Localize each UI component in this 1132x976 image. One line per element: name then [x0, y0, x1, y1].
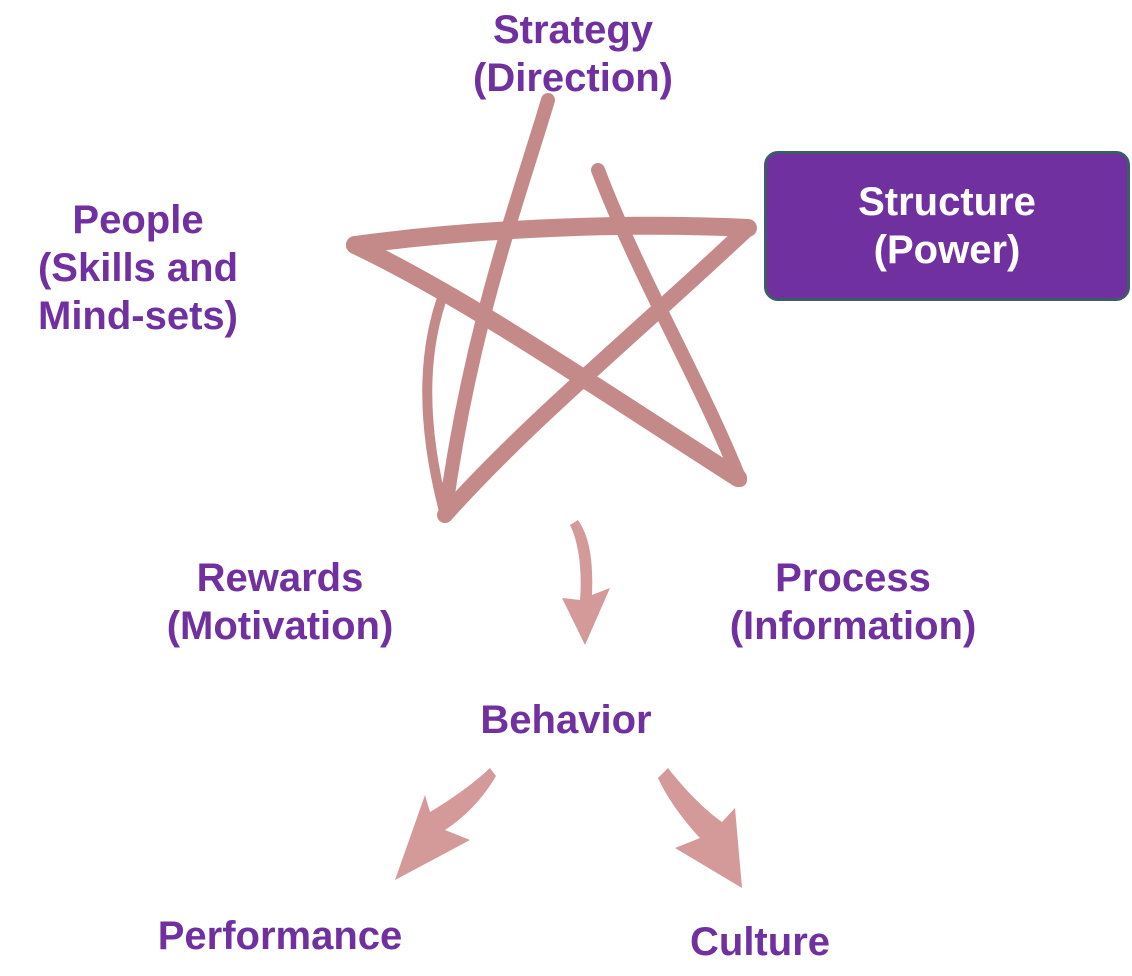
culture-label: Culture [660, 918, 860, 966]
people-label-line2: (Skills and [37, 246, 239, 290]
structure-label-line2: (Power) [873, 228, 1021, 272]
strategy-label-line1: Strategy [492, 8, 654, 52]
arrow-down-left-icon [395, 768, 496, 880]
culture-label-text: Culture [690, 920, 830, 964]
structure-label-line1: Structure [858, 180, 1036, 224]
process-label: Process (Information) [700, 554, 1006, 650]
behavior-label: Behavior [446, 696, 686, 744]
people-label: People (Skills and Mind-sets) [0, 196, 276, 340]
people-label-line1: People [72, 198, 204, 242]
arrow-down-right-icon [658, 768, 742, 888]
process-label-line1: Process [775, 556, 931, 600]
rewards-label-line2: (Motivation) [166, 604, 394, 648]
strategy-label: Strategy (Direction) [443, 6, 703, 102]
performance-label: Performance [120, 912, 440, 960]
hand-drawn-star-icon [346, 93, 757, 523]
rewards-label-line1: Rewards [196, 556, 364, 600]
performance-label-text: Performance [157, 914, 403, 958]
structure-highlight-box: Structure (Power) [764, 151, 1130, 301]
people-label-line3: Mind-sets) [38, 294, 238, 338]
rewards-label: Rewards (Motivation) [130, 554, 430, 650]
behavior-label-text: Behavior [480, 698, 652, 742]
process-label-line2: (Information) [729, 604, 977, 648]
strategy-label-line2: (Direction) [473, 56, 673, 100]
arrow-down-icon [562, 520, 610, 645]
